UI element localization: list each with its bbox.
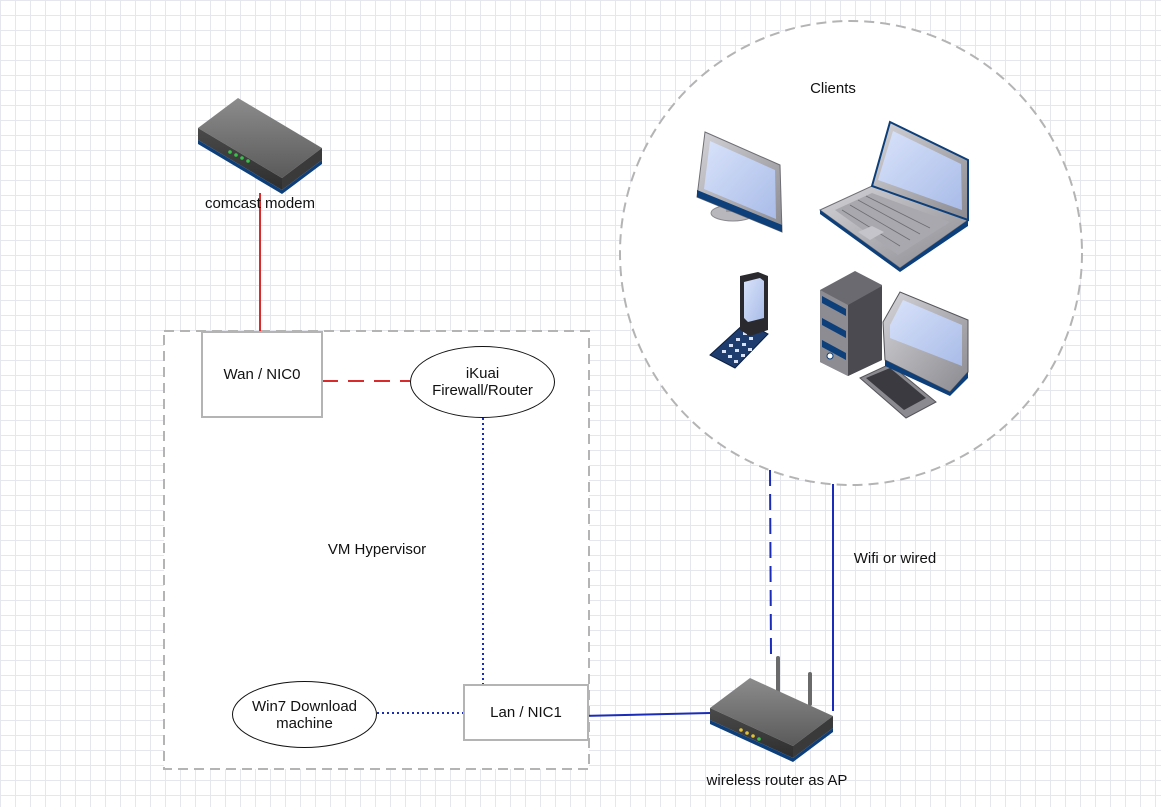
lan-router-link <box>580 712 711 717</box>
phone-icon <box>709 272 769 369</box>
win7-label-line2: machine <box>276 714 333 732</box>
desktop-tower-icon <box>820 271 969 419</box>
ikuai-label-line2: Firewall/Router <box>432 382 533 399</box>
wan-nic0-box[interactable]: Wan / NIC0 <box>201 331 323 418</box>
lan-nic1-label: Lan / NIC1 <box>490 704 562 721</box>
hypervisor-label: VM Hypervisor <box>327 541 427 558</box>
wan-nic0-label: Wan / NIC0 <box>223 366 301 383</box>
wifi-or-wired-label: Wifi or wired <box>853 550 937 567</box>
laptop-icon <box>819 120 970 272</box>
router-clients-wifi-link <box>769 469 772 657</box>
modem-icon <box>198 98 322 194</box>
ikuai-label-line1: iKuai <box>465 365 500 382</box>
win7-label-line1: Win7 Download <box>251 697 358 715</box>
clients-label: Clients <box>810 80 856 97</box>
modem-label: comcast modem <box>204 195 316 212</box>
router-icon <box>710 656 833 762</box>
ikuai-firewall-node[interactable]: iKuai Firewall/Router <box>410 346 555 418</box>
monitor-icon <box>696 131 783 233</box>
lan-nic1-box[interactable]: Lan / NIC1 <box>463 684 589 741</box>
win7-download-node[interactable]: Win7 Download machine <box>232 681 377 748</box>
router-label: wireless router as AP <box>706 772 848 789</box>
